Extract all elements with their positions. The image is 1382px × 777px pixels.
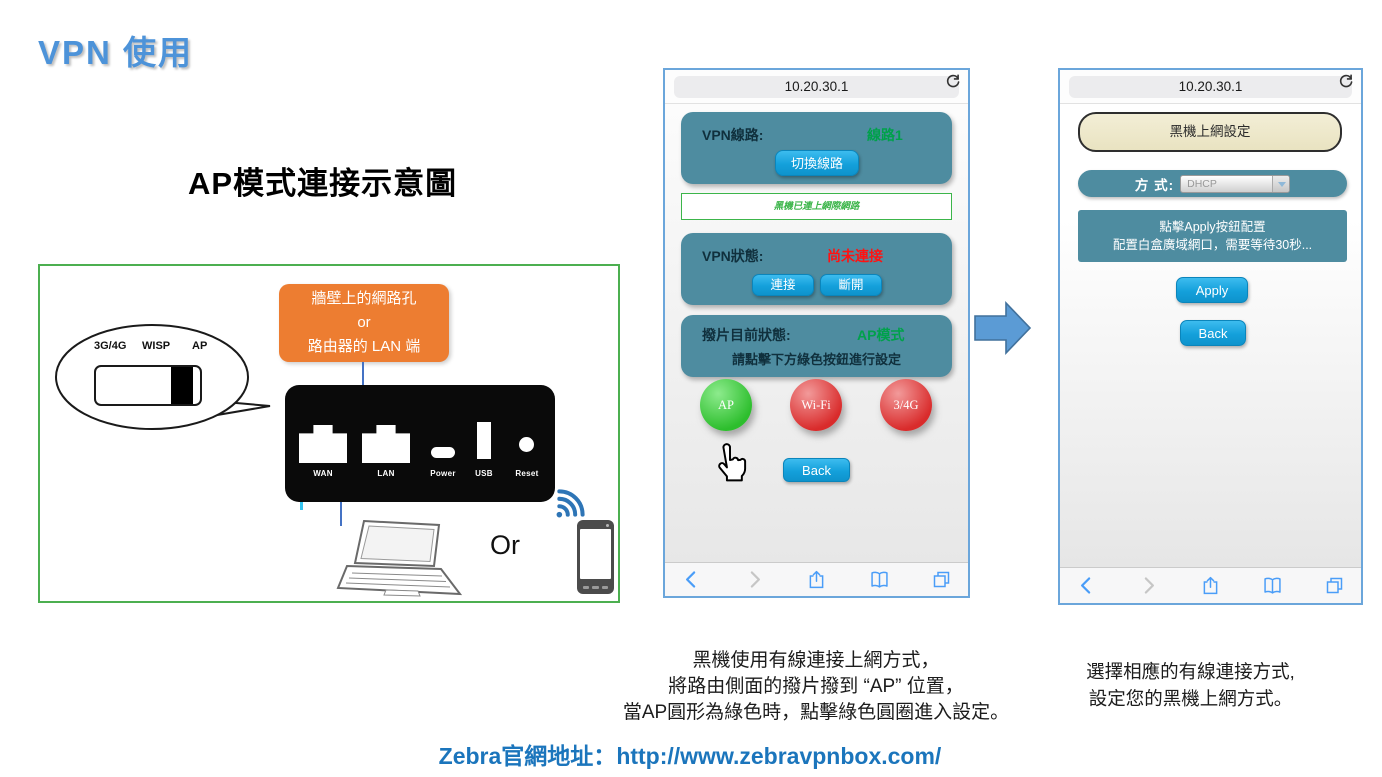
back-chevron-icon[interactable] [681, 569, 702, 590]
callout-line: 路由器的 LAN 端 [307, 338, 421, 355]
method-label: 方 式: [1134, 177, 1175, 193]
caption-line: 選擇相應的有線連接方式, [1086, 661, 1295, 682]
mode-switch: 3G/4G WISP AP [92, 340, 222, 410]
bookmarks-icon[interactable] [1262, 575, 1283, 596]
switch-label-3g4g: 3G/4G [94, 340, 127, 352]
dial-status-label: 撥片目前狀態: [702, 327, 791, 343]
browser-screenshot-vpn-status: 10.20.30.1 VPN線路: 線路1 切換線路 黑機已連上網際網路 VPN… [663, 68, 970, 598]
setup-title-box: 黑機上網設定 [1078, 112, 1342, 152]
switch-label-wisp: WISP [142, 340, 171, 352]
method-bar: 方 式: DHCP [1078, 170, 1347, 197]
browser-url-bar: 10.20.30.1 [1060, 70, 1361, 104]
connect-button[interactable]: 連接 [752, 274, 814, 296]
switch-track [94, 365, 202, 406]
back-chevron-icon[interactable] [1076, 575, 1097, 596]
reset-label: Reset [515, 469, 539, 478]
bookmarks-icon[interactable] [869, 569, 890, 590]
vpn-line-label: VPN線路: [702, 127, 764, 143]
share-icon[interactable] [1200, 575, 1221, 596]
vpn-status-panel: VPN狀態: 尚未連接 連接 斷開 [681, 233, 952, 305]
url-field[interactable]: 10.20.30.1 [674, 76, 959, 98]
refresh-icon[interactable] [1338, 73, 1354, 89]
caption-line: 當AP圓形為綠色時，點擊綠色圓圈進入設定。 [622, 702, 1010, 723]
tabs-icon[interactable] [931, 569, 952, 590]
vpn-line-value: 線路1 [867, 127, 903, 143]
official-site-link[interactable]: Zebra官網地址：http://www.zebravpnbox.com/ [400, 737, 980, 771]
switch-label-ap: AP [192, 340, 208, 352]
switch-knob [171, 367, 193, 404]
router-back-panel: WAN LAN Power USB Reset [285, 385, 555, 502]
dial-status-value: AP模式 [857, 327, 905, 343]
wifi-mode-circle-button[interactable]: Wi-Fi [790, 379, 842, 431]
apply-info-line: 配置白盒廣域網口，需要等待30秒... [1112, 237, 1313, 252]
or-label: Or [490, 530, 520, 560]
wan-port [299, 425, 347, 463]
page-content: 黑機上網設定 方 式: DHCP 點擊Apply按鈕配置 配置白盒廣域網口，需要… [1060, 104, 1361, 567]
internet-status-banner: 黑機已連上網際網路 [681, 193, 952, 220]
power-label: Power [430, 469, 456, 478]
smartphone-icon [577, 520, 614, 594]
reset-button [519, 437, 534, 452]
back-button[interactable]: Back [1180, 320, 1246, 346]
usb-port [477, 422, 491, 459]
method-selected-value: DHCP [1187, 177, 1217, 190]
phone-keys [583, 586, 608, 589]
site-link-url[interactable]: http://www.zebravpnbox.com/ [616, 743, 942, 769]
site-link-prefix: Zebra官網地址： [438, 743, 617, 769]
wan-label: WAN [313, 469, 333, 478]
next-step-arrow [974, 301, 1032, 355]
vpn-status-value: 尚未連接 [827, 248, 883, 264]
caption-line: 設定您的黑機上網方式。 [1088, 688, 1293, 709]
forward-chevron-icon[interactable] [1138, 575, 1159, 596]
caption-line: 將路由側面的撥片撥到 “AP” 位置， [668, 676, 964, 697]
vpn-status-label: VPN狀態: [702, 248, 764, 264]
apply-info-line: 點擊Apply按鈕配置 [1159, 220, 1266, 234]
browser-url-bar: 10.20.30.1 [665, 70, 968, 104]
tabs-icon[interactable] [1324, 575, 1345, 596]
browser-screenshot-wan-setup: 10.20.30.1 黑機上網設定 方 式: DHCP 點擊Apply按鈕配置 … [1058, 68, 1363, 605]
callout-line: or [357, 314, 371, 331]
usb-label: USB [475, 469, 493, 478]
caption-line: 黑機使用有線連接上網方式， [692, 650, 940, 671]
dial-status-panel: 撥片目前狀態: AP模式 請點擊下方綠色按鈕進行設定 [681, 315, 952, 377]
browser-toolbar [665, 562, 968, 596]
cable-router-to-laptop [340, 502, 342, 526]
browser-toolbar [1060, 567, 1361, 603]
phone-camera-dot [606, 524, 609, 527]
page-content: VPN線路: 線路1 切換線路 黑機已連上網際網路 VPN狀態: 尚未連接 連接… [665, 104, 968, 563]
laptop-icon [336, 519, 462, 597]
url-field[interactable]: 10.20.30.1 [1069, 76, 1352, 98]
back-button[interactable]: Back [783, 458, 850, 482]
slide-title: VPN 使用 [38, 34, 194, 71]
cell-mode-circle-button[interactable]: 3/4G [880, 379, 932, 431]
power-port [431, 447, 455, 458]
method-select[interactable]: DHCP [1180, 174, 1291, 193]
forward-chevron-icon[interactable] [744, 569, 765, 590]
share-icon[interactable] [806, 569, 827, 590]
wifi-signal-icon [556, 489, 585, 518]
cable-callout-to-router [362, 362, 364, 385]
caption-left: 黑機使用有線連接上網方式， 將路由側面的撥片撥到 “AP” 位置， 當AP圓形為… [601, 648, 1031, 726]
phone-screen [580, 529, 611, 579]
wan-cable-stub [300, 502, 303, 510]
apply-button[interactable]: Apply [1176, 277, 1248, 303]
wall-port-callout: 牆壁上的網路孔 or 路由器的 LAN 端 [279, 284, 449, 362]
switch-line-button[interactable]: 切換線路 [775, 150, 859, 176]
diagram-heading: AP模式連接示意圖 [188, 166, 458, 201]
caption-right: 選擇相應的有線連接方式, 設定您的黑機上網方式。 [1063, 658, 1318, 712]
ap-connection-diagram: 3G/4G WISP AP 牆壁上的網路孔 or 路由器的 LAN 端 WAN … [38, 264, 620, 603]
refresh-icon[interactable] [945, 73, 961, 89]
dial-status-hint: 請點擊下方綠色按鈕進行設定 [731, 352, 901, 367]
ap-mode-circle-button[interactable]: AP [700, 379, 752, 431]
lan-label: LAN [377, 469, 395, 478]
select-dropdown-arrow-icon[interactable] [1272, 175, 1290, 192]
apply-info-box: 點擊Apply按鈕配置 配置白盒廣域網口，需要等待30秒... [1078, 210, 1347, 262]
hand-cursor-icon [718, 443, 747, 482]
disconnect-button[interactable]: 斷開 [820, 274, 882, 296]
lan-port [362, 425, 410, 463]
callout-line: 牆壁上的網路孔 [311, 290, 417, 307]
vpn-line-panel: VPN線路: 線路1 切換線路 [681, 112, 952, 184]
